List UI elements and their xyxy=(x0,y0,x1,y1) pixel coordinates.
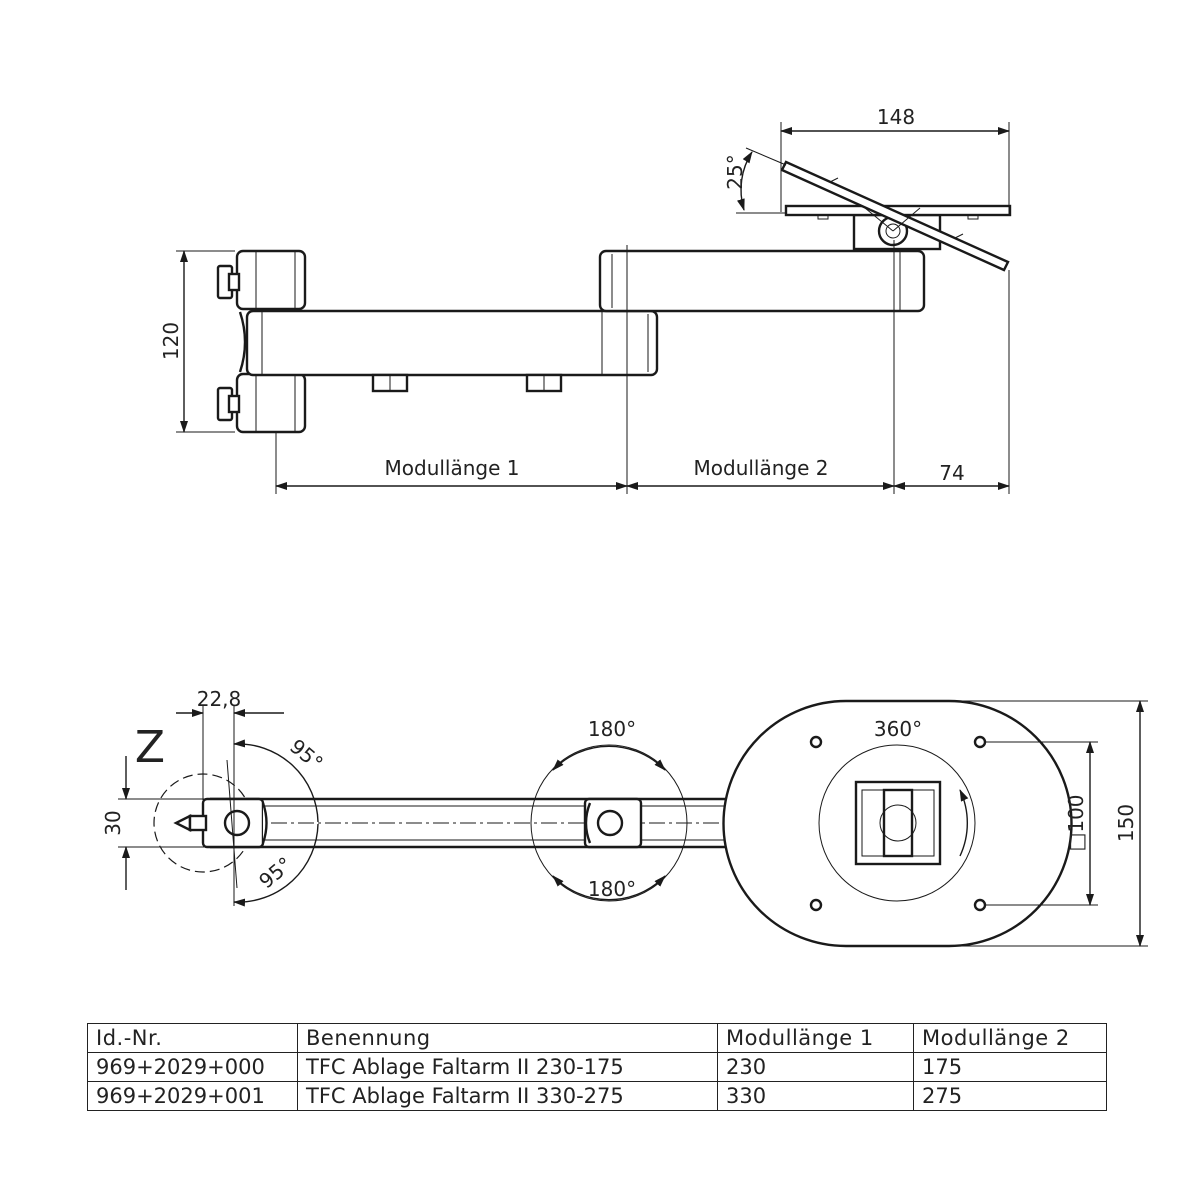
cell-id: 969+2029+001 xyxy=(87,1081,298,1111)
cell-id: 969+2029+000 xyxy=(87,1052,298,1082)
dimension-150-label: 150 xyxy=(1114,804,1138,842)
cell-name: TFC Ablage Faltarm II 230-175 xyxy=(297,1052,718,1082)
dimension-22-8: 22,8 xyxy=(176,687,284,800)
dimension-30: 30 xyxy=(101,756,205,890)
dimension-148-label: 148 xyxy=(877,105,915,129)
dimension-120: 120 xyxy=(159,250,235,433)
wall-bracket xyxy=(216,249,307,434)
arm-segment-1 xyxy=(245,309,659,393)
dimension-30-label: 30 xyxy=(101,810,125,835)
dimension-chain: Modullänge 1 Modullänge 2 74 xyxy=(275,240,1010,494)
header-name: Benennung xyxy=(297,1023,718,1053)
middle-joint-angle-bottom: 180° xyxy=(588,877,636,901)
plate-rotation-angle: 360° xyxy=(874,717,922,741)
parts-table-header: Id.-Nr. Benennung Modullänge 1 Modulläng… xyxy=(87,1023,1107,1053)
dimension-74-label: 74 xyxy=(939,461,964,485)
cell-module-length-1: 330 xyxy=(717,1081,914,1111)
middle-joint-angle-top: 180° xyxy=(588,717,636,741)
cell-module-length-2: 175 xyxy=(913,1052,1107,1082)
dimension-tilt-angle: 25° xyxy=(723,147,787,214)
cell-module-length-2: 275 xyxy=(913,1081,1107,1111)
header-module-length-2: Modullänge 2 xyxy=(913,1023,1107,1053)
wall-joint-angle-lower: 95° xyxy=(254,852,297,893)
dimension-hole-pattern-label: □100 xyxy=(1064,794,1088,851)
dimension-150: 150 xyxy=(950,700,1148,947)
table-row: 969+2029+001 TFC Ablage Faltarm II 330-2… xyxy=(87,1081,1107,1111)
cell-module-length-1: 230 xyxy=(717,1052,914,1082)
dimension-120-label: 120 xyxy=(159,322,183,360)
header-id: Id.-Nr. xyxy=(87,1023,298,1053)
view-label-z: Z xyxy=(135,722,165,773)
header-module-length-1: Modullänge 1 xyxy=(717,1023,914,1053)
top-view: 22,8 Z 30 95° 95° 180° 180° 360° □100 xyxy=(101,687,1148,948)
tilt-head xyxy=(780,160,1012,272)
mounting-plate xyxy=(722,699,1073,948)
dimension-module-length-2-label: Modullänge 2 xyxy=(694,456,829,480)
table-row: 969+2029+000 TFC Ablage Faltarm II 230-1… xyxy=(87,1052,1107,1082)
side-view: 148 25° 120 Modullänge 1 Modullänge 2 xyxy=(159,105,1012,494)
dimension-module-length-1-label: Modullänge 1 xyxy=(385,456,520,480)
wall-joint-angle-upper: 95° xyxy=(285,734,328,775)
middle-joint xyxy=(530,744,688,902)
dimension-hole-pattern: □100 xyxy=(985,741,1098,906)
dimension-22-8-label: 22,8 xyxy=(197,687,242,711)
wall-joint xyxy=(153,739,319,907)
parts-table: Id.-Nr. Benennung Modullänge 1 Modulläng… xyxy=(87,1023,1107,1111)
dimension-tilt-angle-label: 25° xyxy=(723,154,747,189)
cell-name: TFC Ablage Faltarm II 330-275 xyxy=(297,1081,718,1111)
dimension-148: 148 xyxy=(780,105,1010,215)
arm-segment-2 xyxy=(598,249,926,313)
